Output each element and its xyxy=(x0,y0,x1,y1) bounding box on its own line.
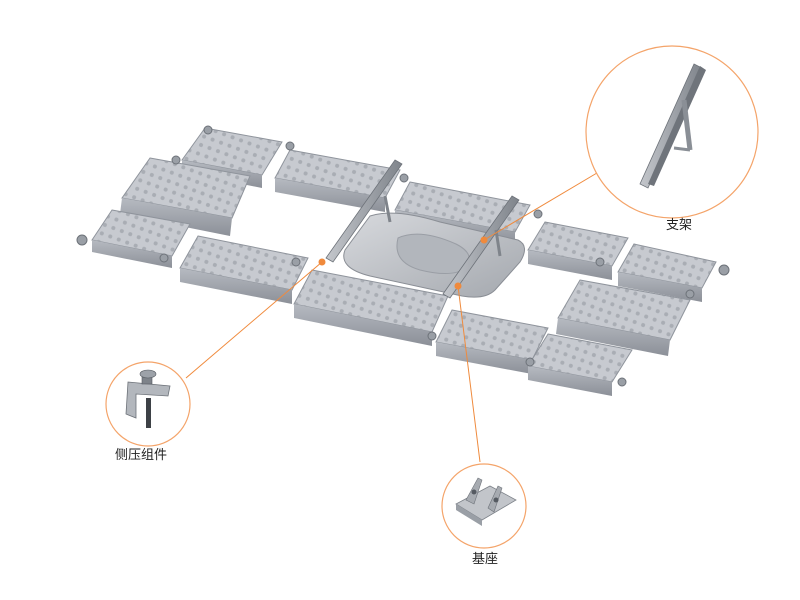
float-block xyxy=(617,243,717,302)
float-block xyxy=(120,157,251,236)
bracket-label: 支架 xyxy=(666,218,693,233)
side-clamp-icon xyxy=(125,369,171,428)
leader-points xyxy=(318,236,488,290)
float-block xyxy=(527,333,633,396)
callout-bracket xyxy=(585,45,759,219)
callout-base xyxy=(441,463,527,549)
float-block xyxy=(527,221,629,280)
side-clamp-label: 侧压组件 xyxy=(115,448,168,463)
central-base-float xyxy=(343,212,525,298)
float-block xyxy=(91,209,191,268)
float-block xyxy=(556,279,691,356)
mounting-rails xyxy=(325,159,520,299)
base-label: 基座 xyxy=(472,552,499,567)
connector-lugs xyxy=(76,125,730,387)
bracket-rail-icon xyxy=(639,63,706,189)
float-block xyxy=(179,235,309,304)
callout-side-clamp xyxy=(105,361,191,447)
leader-lines xyxy=(185,169,603,463)
float-blocks xyxy=(91,127,717,396)
base-seat-icon xyxy=(455,477,517,526)
